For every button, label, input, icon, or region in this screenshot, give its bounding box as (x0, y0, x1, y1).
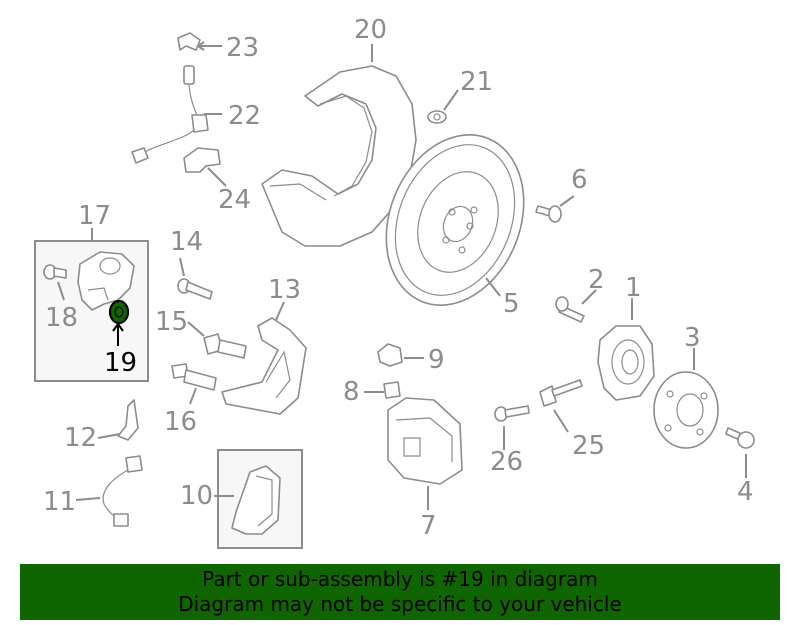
callout-13: 13 (268, 275, 301, 305)
part-17-actuator[interactable] (77, 251, 135, 311)
part-2-bolt[interactable] (555, 296, 585, 323)
callout-23: 23 (226, 33, 259, 63)
part-15-bolt[interactable] (203, 333, 247, 359)
callout-6: 6 (571, 165, 588, 195)
callout-17: 17 (78, 201, 111, 231)
callout-14: 14 (170, 227, 203, 257)
part-4-nut[interactable] (725, 427, 755, 449)
part-19-seal-highlighted[interactable] (108, 299, 130, 325)
part-23-clip[interactable] (177, 32, 201, 51)
callout-21: 21 (460, 67, 493, 97)
callout-labels: 1 2 3 4 5 6 7 8 9 10 11 12 13 14 15 16 1… (43, 15, 754, 541)
callout-11: 11 (43, 487, 76, 517)
callout-9: 9 (428, 345, 445, 375)
callout-18: 18 (45, 303, 78, 333)
callout-3: 3 (684, 323, 701, 353)
part-11-wear-sensor[interactable] (102, 455, 143, 527)
callout-19-highlighted: 19 (104, 348, 137, 378)
part-5-brake-rotor[interactable] (362, 114, 548, 326)
part-3-hub-flange[interactable] (653, 371, 719, 449)
callout-8: 8 (343, 377, 360, 407)
part-9-clip[interactable] (377, 343, 403, 367)
callout-26: 26 (490, 447, 523, 477)
callout-16: 16 (164, 407, 197, 437)
callout-5: 5 (503, 289, 520, 319)
callout-25: 25 (572, 431, 605, 461)
part-6-bolt[interactable] (535, 205, 562, 223)
part-1-hub-bearing[interactable] (597, 325, 655, 401)
brake-assembly-diagram: 1 2 3 4 5 6 7 8 9 10 11 12 13 14 15 16 1… (34, 15, 755, 549)
callout-22: 22 (228, 101, 261, 131)
part-26-bolt[interactable] (494, 405, 530, 422)
part-12-sensor-bracket[interactable] (117, 399, 139, 441)
callout-1: 1 (625, 273, 642, 303)
part-25-bolt[interactable] (539, 379, 583, 407)
part-21-bolt[interactable] (427, 110, 447, 124)
part-16-bolt[interactable] (171, 363, 217, 391)
info-banner: Part or sub-assembly is #19 in diagram D… (20, 564, 780, 620)
part-24-bracket[interactable] (183, 147, 221, 173)
part-7-caliper[interactable] (387, 397, 463, 485)
callout-4: 4 (737, 477, 754, 507)
callout-20: 20 (354, 15, 387, 45)
part-22-sensor-wire[interactable] (131, 65, 209, 164)
banner-line-part-number: Part or sub-assembly is #19 in diagram (202, 567, 598, 591)
part-10-brake-pad[interactable] (231, 465, 281, 535)
callout-7: 7 (420, 511, 437, 541)
callout-2: 2 (588, 265, 605, 295)
callout-12: 12 (64, 423, 97, 453)
callout-15: 15 (155, 307, 188, 337)
part-20-dust-shield[interactable] (261, 65, 417, 247)
part-18-bolt[interactable] (43, 264, 67, 280)
callout-10: 10 (180, 481, 213, 511)
banner-line-disclaimer: Diagram may not be specific to your vehi… (178, 592, 622, 616)
part-14-bolt[interactable] (177, 278, 213, 300)
part-8-guide-pin[interactable] (383, 381, 401, 399)
callout-24: 24 (218, 185, 251, 215)
part-13-caliper-bracket[interactable] (221, 317, 307, 415)
leader-lines (57, 41, 747, 510)
